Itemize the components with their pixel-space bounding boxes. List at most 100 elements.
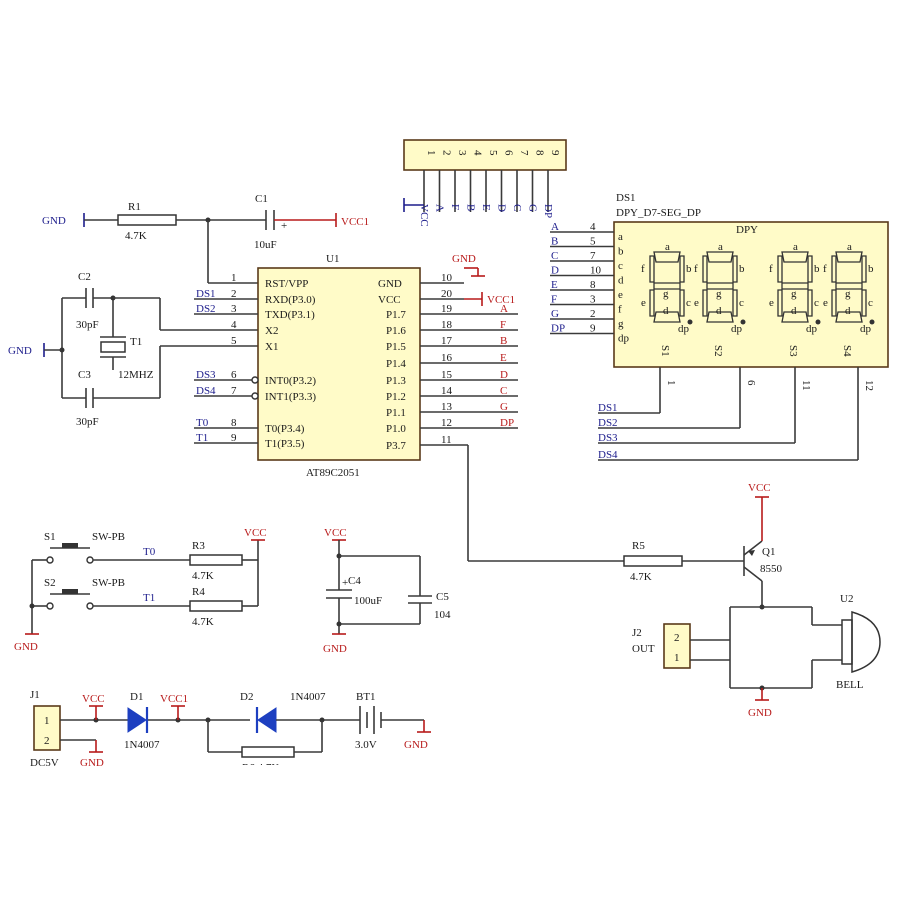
header-pin-num-1: 1 xyxy=(425,150,437,156)
j1-gnd-label: GND xyxy=(80,757,104,769)
switch-gnd-label: GND xyxy=(14,641,38,653)
mcu-pin-num-18: 18 xyxy=(441,319,453,331)
mcu-net-ds2: DS2 xyxy=(196,303,216,315)
j2-label: OUT xyxy=(632,643,655,655)
digit-seg-label: c xyxy=(739,297,744,309)
digit-seg-label: dp xyxy=(860,323,872,335)
r4-resistor xyxy=(189,600,243,612)
mcu-pin-name-7: INT1(P3.3) xyxy=(265,391,316,403)
mcu-pin-num-14: 14 xyxy=(441,385,453,397)
digit-pin-num-12: 12 xyxy=(863,380,875,391)
d1-part: 1N4007 xyxy=(124,739,160,751)
digit-label-s4: S4 xyxy=(841,345,853,357)
r1-resistor xyxy=(117,214,177,226)
mcu-body xyxy=(257,267,421,461)
display-body xyxy=(613,221,889,368)
header-pin-num-2: 2 xyxy=(441,150,453,156)
t1-ref: T1 xyxy=(130,336,142,348)
j1-ref: J1 xyxy=(30,689,40,701)
s1-net: T0 xyxy=(143,546,156,558)
header-signal-5: D xyxy=(496,204,508,212)
digit-seg-label: e xyxy=(823,297,828,309)
digit-seg-label: a xyxy=(718,241,723,253)
r3-value: 4.7K xyxy=(192,570,214,582)
d2-ref: D2 xyxy=(240,691,253,703)
mcu-pin-name-9: T1(P3.5) xyxy=(265,438,305,450)
digit-seg-label: b xyxy=(814,263,820,275)
header-pin-num-9: 9 xyxy=(549,150,561,156)
switch-circuit: S1 SW-PB T0 R3 4.7K S2 SW-PB T1 R4 4.7K … xyxy=(14,527,267,653)
mcu-pin-name-14: P1.2 xyxy=(386,391,406,403)
j2-pin-2: 2 xyxy=(674,632,680,644)
mcu-pin-name-20: VCC xyxy=(378,294,401,306)
mcu-vcc1-label: VCC1 xyxy=(487,294,515,306)
digit-seg-label: dp xyxy=(678,323,690,335)
c1-ref: C1 xyxy=(255,193,268,205)
r4-ref: R4 xyxy=(192,586,205,598)
digit-net-ds3: DS3 xyxy=(598,432,618,444)
digit-seg-label: d xyxy=(791,305,797,317)
header-signal-2: F xyxy=(449,204,461,210)
svg-text:+: + xyxy=(342,577,348,589)
d2-diode xyxy=(257,707,277,733)
digit-seg-label: f xyxy=(641,263,645,275)
t1-crystal xyxy=(100,341,126,353)
r3-ref: R3 xyxy=(192,540,205,552)
display-pin-seg-e: e xyxy=(618,289,623,301)
decoup-gnd-label: GND xyxy=(323,643,347,655)
header-signal-6: C xyxy=(511,204,523,211)
buzzer-circuit: R5 4.7K Q1 8550 VCC GND U2 BELL 2 1 J2 xyxy=(623,482,881,719)
digit-seg-label: b xyxy=(686,263,692,275)
bt1-value: 3.0V xyxy=(355,739,377,751)
mcu-pin-name-13: P1.1 xyxy=(386,407,406,419)
c5-ref: C5 xyxy=(436,591,449,603)
mcu-net-e: E xyxy=(500,352,507,364)
digit-seg-label: b xyxy=(868,263,874,275)
digit-seg-label: f xyxy=(694,263,698,275)
q1-ref: Q1 xyxy=(762,546,775,558)
digit-label-s2: S2 xyxy=(712,345,724,357)
u2-ref: U2 xyxy=(840,593,853,605)
mcu-pin-num-2: 2 xyxy=(231,288,237,300)
j1-pin-2: 2 xyxy=(44,735,50,747)
power-circuit: J1 1 2 DC5V GND VCC D1 1N4007 VCC1 D2 1N… xyxy=(30,689,431,775)
j2-connector xyxy=(663,623,691,669)
crystal-circuit: C2 30pF C3 30pF GND T1 12MHZ xyxy=(8,271,258,428)
display-pin-num-3: 3 xyxy=(590,294,596,306)
digit-pin-num-1: 1 xyxy=(665,380,677,386)
mcu-pin-num-5: 5 xyxy=(231,335,237,347)
mcu-pin-name-11: P3.7 xyxy=(386,440,406,452)
digit-net-ds4: DS4 xyxy=(598,449,618,461)
digit-seg-label: b xyxy=(739,263,745,275)
display-net-d: D xyxy=(551,265,559,277)
header-signal-8: DP xyxy=(542,204,554,218)
c4-value: 100uF xyxy=(354,595,382,607)
display-net-c: C xyxy=(551,250,558,262)
mcu-net-ds3: DS3 xyxy=(196,369,216,381)
mcu-part: AT89C2051 xyxy=(306,467,360,479)
mcu-pin-name-15: P1.3 xyxy=(386,375,406,387)
display-net-g: G xyxy=(551,308,559,320)
display-pin-seg-b: b xyxy=(618,246,624,258)
mcu-pin-name-16: P1.4 xyxy=(386,358,406,370)
crystal-gnd-label: GND xyxy=(8,345,32,357)
mcu-net-ds1: DS1 xyxy=(196,288,216,300)
r5-ref: R5 xyxy=(632,540,645,552)
mcu-pin-name-5: X1 xyxy=(265,341,278,353)
header-signal-1: A xyxy=(434,204,446,212)
decoup-vcc-label: VCC xyxy=(324,527,347,539)
display-pin-num-8: 8 xyxy=(590,279,596,291)
digit-seg-label: d xyxy=(716,305,722,317)
display-title: DPY xyxy=(736,224,758,236)
display-pin-num-7: 7 xyxy=(590,250,596,262)
svg-text:+: + xyxy=(281,220,287,232)
digit-seg-label: a xyxy=(793,241,798,253)
mcu-pin-name-12: P1.0 xyxy=(386,423,406,435)
display-pin-num-9: 9 xyxy=(590,323,596,335)
j1-pin-1: 1 xyxy=(44,715,50,727)
